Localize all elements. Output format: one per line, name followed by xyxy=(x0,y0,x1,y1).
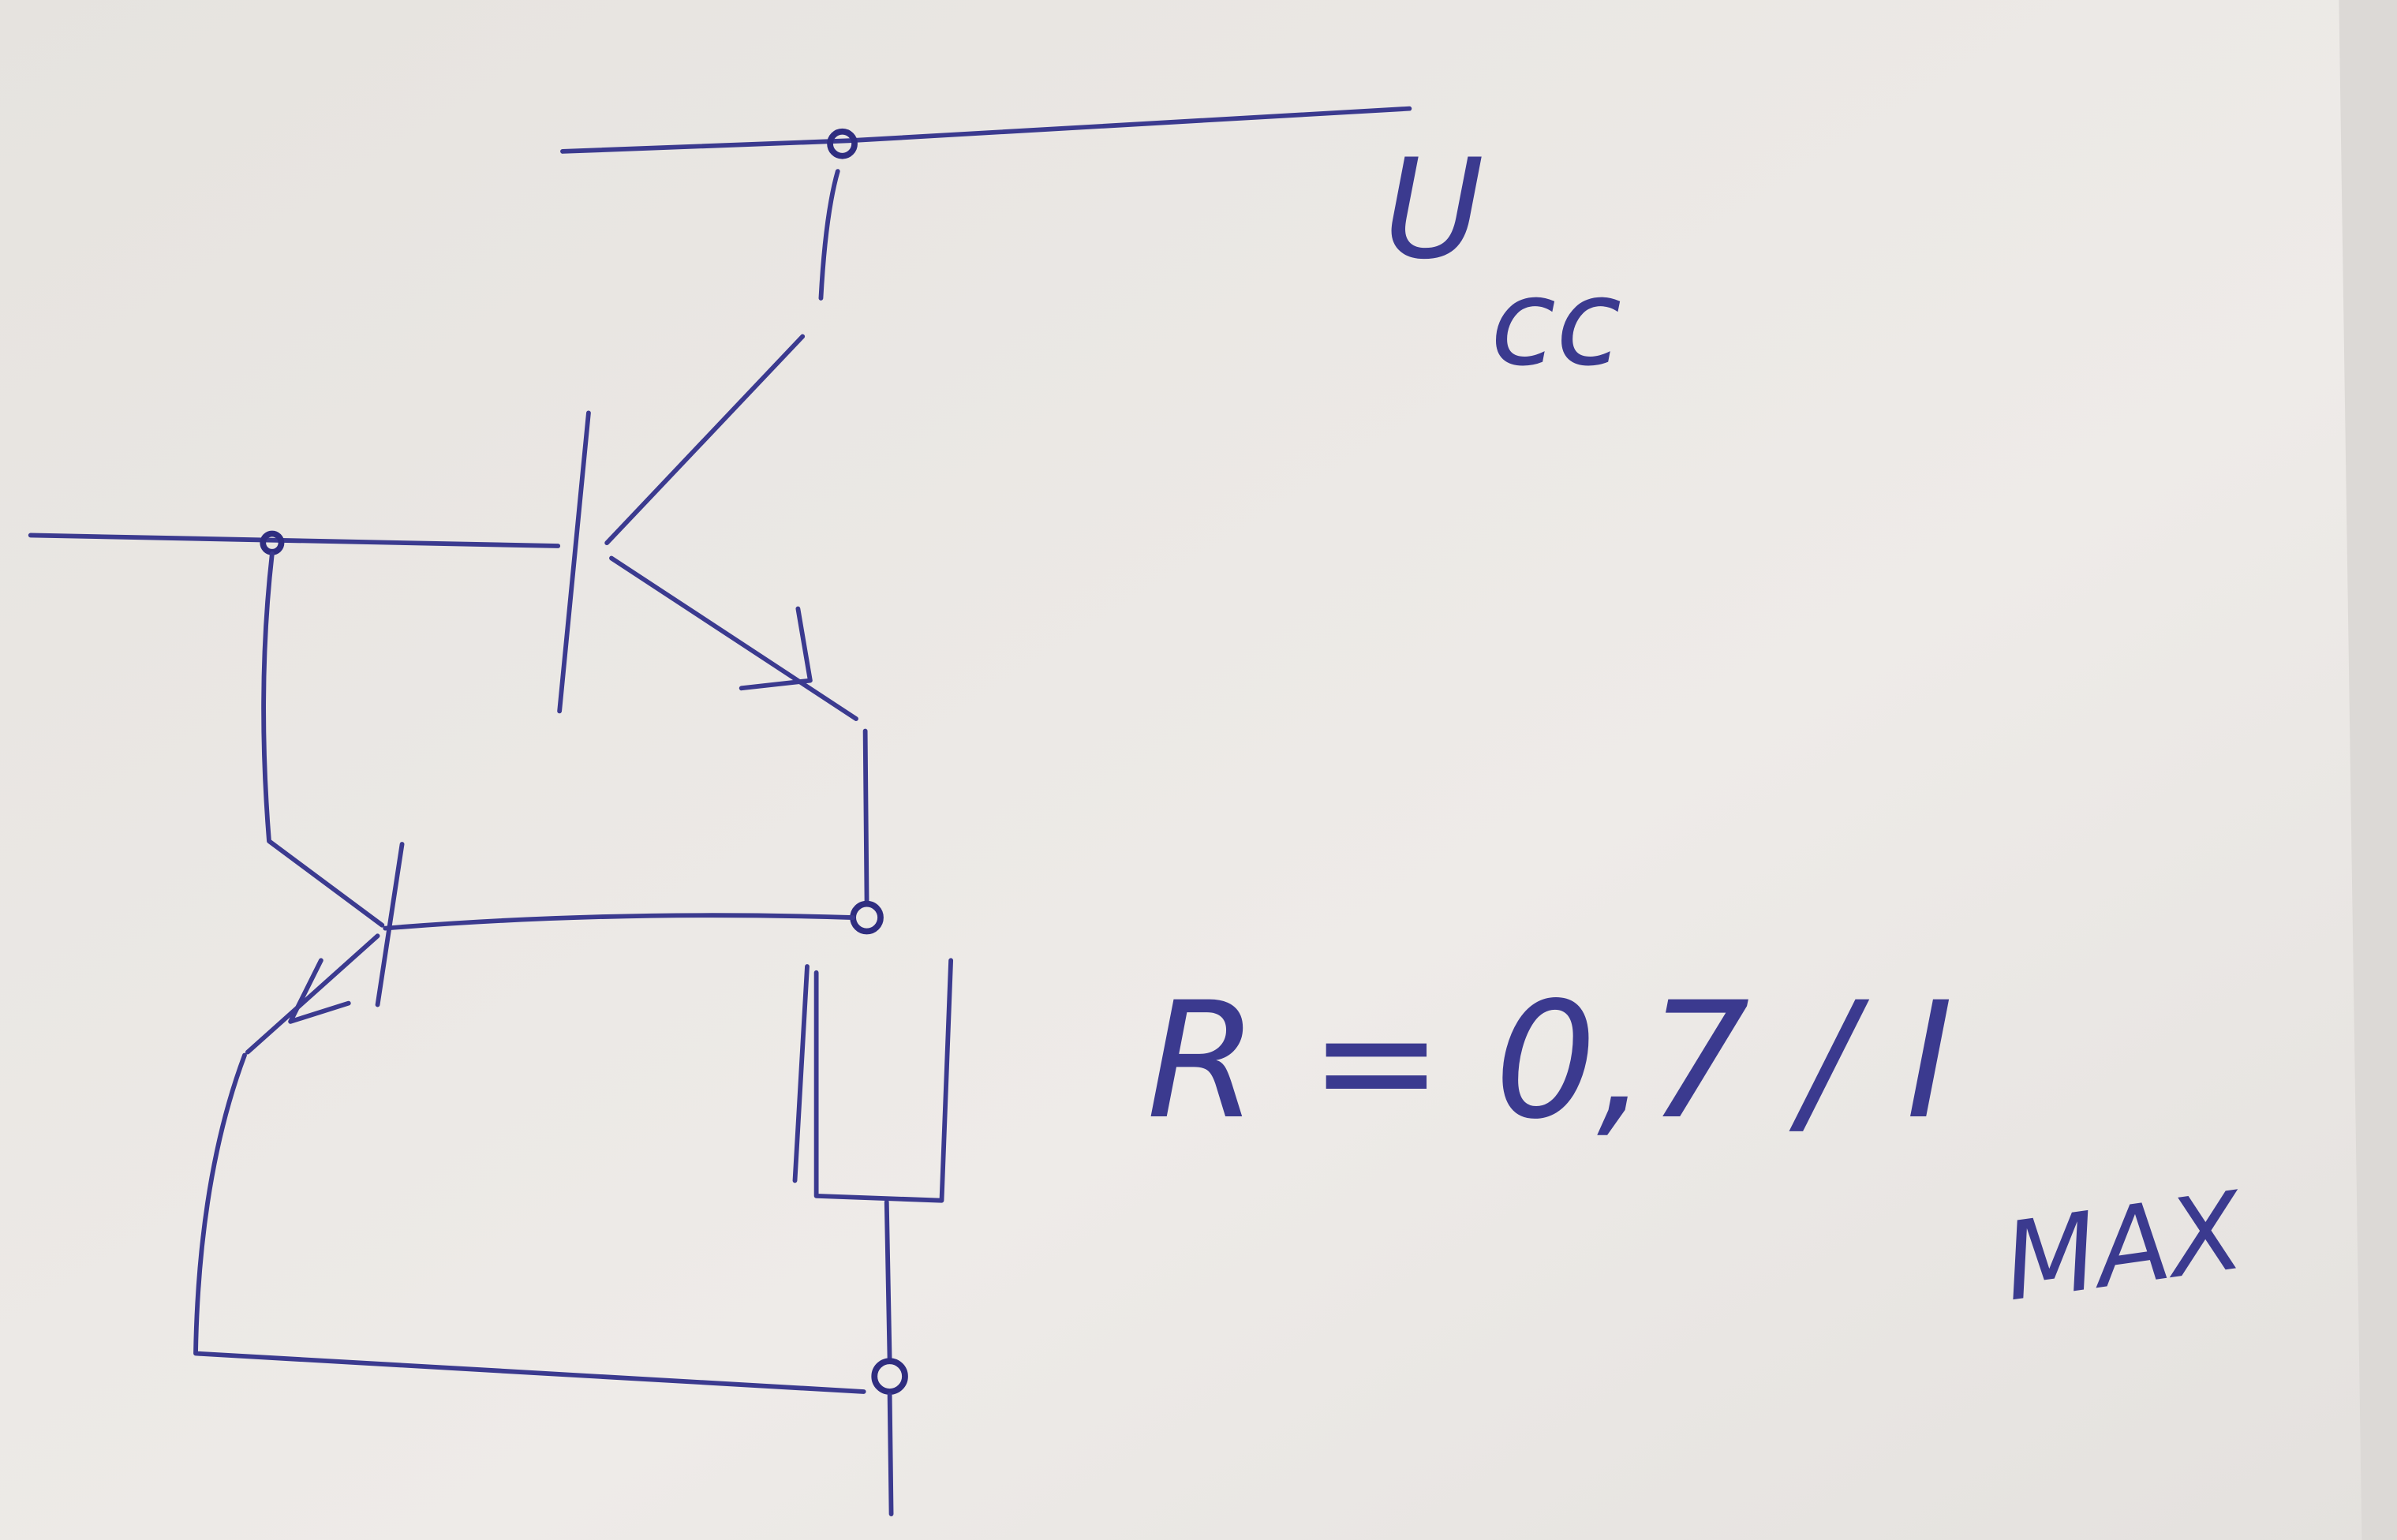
q1-emitter xyxy=(609,555,858,721)
output-wire xyxy=(887,1392,894,1516)
supply-rail-wire xyxy=(560,106,1412,154)
formula-label: R = 0,7 / I xyxy=(1146,967,1953,1154)
collector-wire xyxy=(818,169,840,301)
q1-collector xyxy=(604,334,806,546)
return-wire xyxy=(193,1052,866,1394)
q1-base-bar xyxy=(557,410,591,714)
resistor-bottom-wire xyxy=(884,1199,892,1364)
q2-collector xyxy=(261,551,385,928)
q2-emitter xyxy=(245,933,380,1055)
base-input-wire xyxy=(28,533,561,548)
q2-emitter-arrow-icon xyxy=(288,958,351,1024)
q2-base-bar xyxy=(375,842,405,1007)
resistor-symbol xyxy=(792,958,954,1203)
supply-label-subscript: cc xyxy=(1490,253,1621,392)
q1-emitter-arrow-icon xyxy=(739,606,813,691)
output-node xyxy=(871,1358,908,1395)
q2-base-wire xyxy=(383,913,856,931)
paper-edge-shadow xyxy=(2339,0,2397,1540)
supply-label: U xyxy=(1383,130,1484,290)
emitter-wire xyxy=(862,728,869,905)
supply-node xyxy=(827,128,858,159)
